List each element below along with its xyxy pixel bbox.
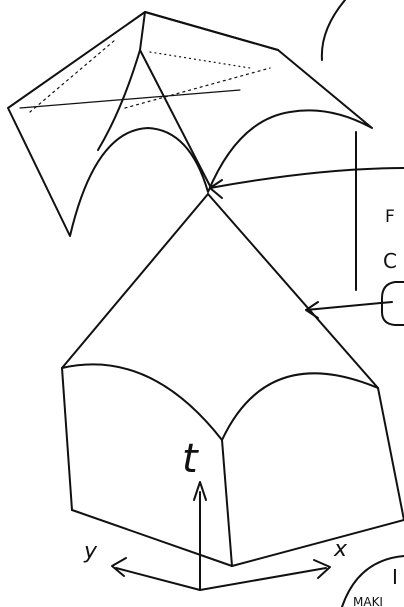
cut-text-c: C xyxy=(383,249,397,273)
house-solid xyxy=(62,194,404,566)
cut-text-f: F xyxy=(385,207,395,227)
axis-y-label: y xyxy=(83,539,98,564)
speech-bubble-top xyxy=(322,0,345,60)
umbrella-surface xyxy=(8,12,372,236)
axis-t-label: t xyxy=(182,436,199,482)
axis-x-label: x xyxy=(333,537,348,562)
umbrella-guides xyxy=(20,40,270,112)
cut-text-i: I xyxy=(392,565,398,589)
arrow-top xyxy=(210,168,404,198)
arrow-middle xyxy=(306,302,392,318)
cut-text-maki: MAKI xyxy=(353,595,383,607)
